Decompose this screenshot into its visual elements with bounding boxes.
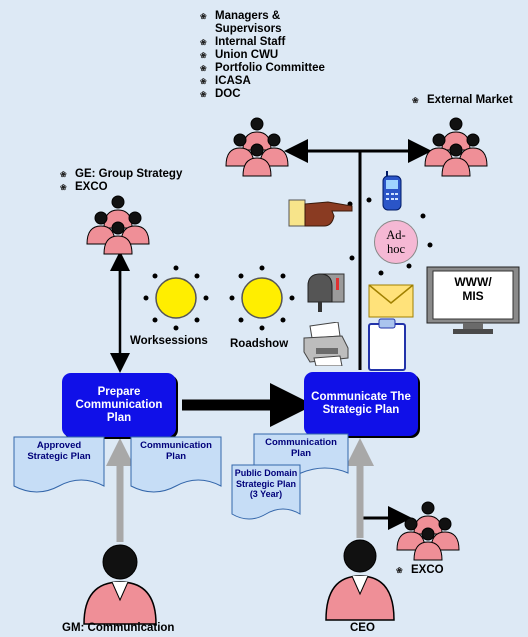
monitor-icon: [426, 266, 520, 334]
gm-label: GM: Communication: [62, 622, 175, 634]
adhoc-bubble: Ad- hoc: [374, 220, 418, 264]
exco-label: EXCO: [396, 564, 444, 577]
stakeholder-item: Managers &Supervisors: [200, 10, 325, 36]
envelope-icon: [368, 284, 414, 318]
group-strategy-labels: GE: Group Strategy EXCO: [60, 168, 182, 194]
www-mis-label: WWW/ MIS: [454, 275, 492, 303]
stakeholder-item: ICASA: [200, 75, 325, 88]
external-market-label: External Market: [412, 94, 513, 107]
ceo-person-icon: [325, 539, 395, 621]
mobile-phone-icon: [382, 171, 402, 211]
exco-group-icon: [396, 501, 460, 561]
stakeholder-item: Portfolio Committee: [200, 62, 325, 75]
stakeholder-group-icon: [225, 117, 289, 177]
worksessions-sun-icon: [143, 265, 209, 331]
roadshow-sun-icon: [229, 265, 295, 331]
printer-icon: [303, 322, 349, 366]
worksessions-label: Worksessions: [130, 335, 208, 347]
stakeholder-item: DOC: [200, 88, 325, 101]
clipboard-icon: [368, 318, 406, 371]
gm-person-icon: [83, 544, 157, 625]
prepare-communication-plan-box: Prepare Communication Plan: [62, 373, 176, 437]
stakeholder-item: Internal Staff: [200, 36, 325, 49]
stakeholder-item: Union CWU: [200, 49, 325, 62]
roadshow-label: Roadshow: [230, 338, 289, 350]
ceo-label: CEO: [350, 622, 375, 634]
mailbox-icon: [307, 273, 345, 312]
communicate-strategic-plan-box: Communicate The Strategic Plan: [304, 372, 418, 436]
external-market-group-icon: [424, 117, 488, 177]
group-strategy-icon: [86, 195, 150, 255]
pointing-hand-icon: [288, 199, 353, 227]
stakeholder-list: Managers &Supervisors Internal Staff Uni…: [200, 10, 325, 101]
